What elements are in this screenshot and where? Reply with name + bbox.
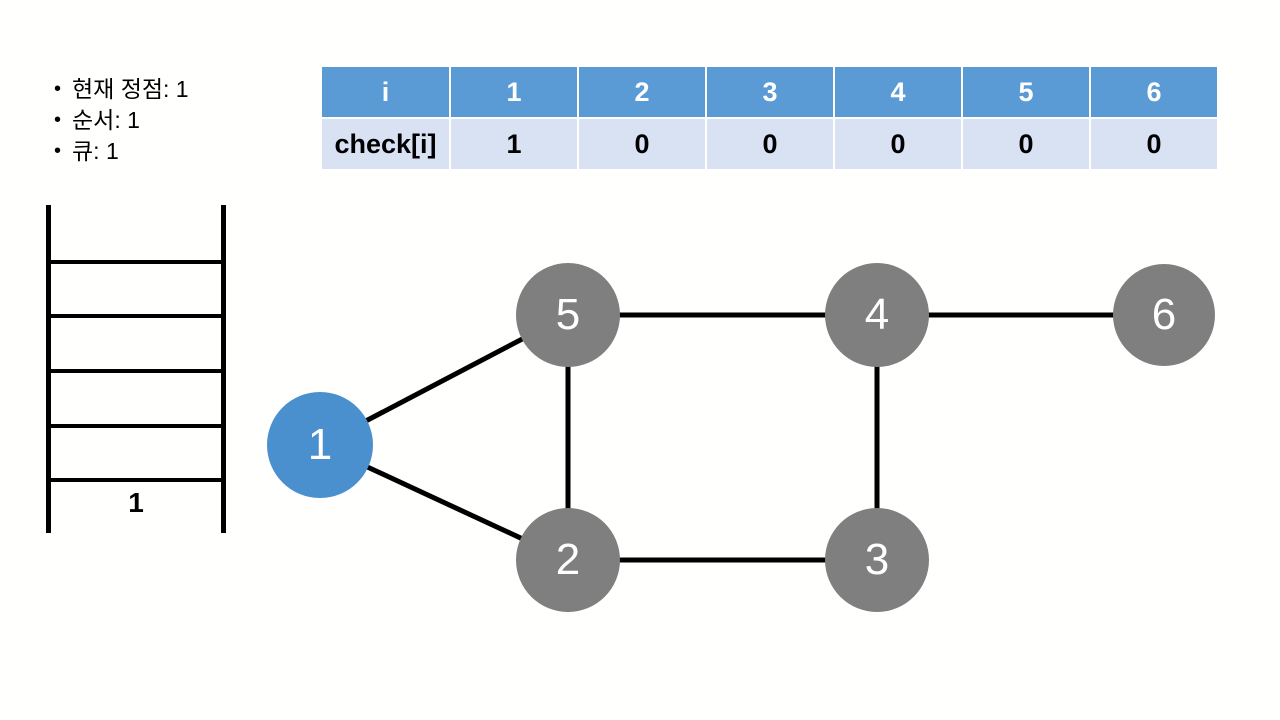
check-value-1: 1	[451, 119, 577, 169]
graph-node-label: 1	[307, 420, 333, 469]
queue-container: 1	[40, 200, 240, 540]
status-item-label: 순서: 1	[72, 107, 140, 133]
queue-divider-1	[46, 259, 226, 264]
check-table-index-2: 2	[579, 67, 705, 117]
check-value-6: 0	[1091, 119, 1217, 169]
check-table-row-label: check[i]	[322, 119, 449, 169]
status-item-label: 현재 정점: 1	[72, 76, 189, 102]
bullet-icon: •	[54, 109, 62, 131]
bullet-icon: •	[54, 78, 62, 100]
graph-node-2[interactable]: 2	[516, 508, 620, 612]
check-table-index-header: i	[322, 67, 449, 117]
queue-divider-2	[46, 314, 226, 319]
graph-node-label: 6	[1151, 290, 1177, 339]
bullet-icon: •	[54, 140, 62, 162]
status-bullet-list: • 현재 정점: 1 • 순서: 1 • 큐: 1	[52, 74, 302, 167]
graph-node-label: 3	[864, 535, 890, 584]
check-value-4: 0	[835, 119, 961, 169]
graph-node-3[interactable]: 3	[825, 508, 929, 612]
check-table-index-4: 4	[835, 67, 961, 117]
queue-divider-4	[46, 423, 226, 428]
queue-cell-5: 1	[128, 486, 144, 518]
check-value-5: 0	[963, 119, 1089, 169]
graph-node-label: 4	[864, 290, 890, 339]
queue-divider-5	[46, 478, 226, 483]
graph-node-6[interactable]: 6	[1113, 264, 1215, 366]
queue-divider-3	[46, 369, 226, 373]
status-item-label: 큐: 1	[72, 138, 119, 164]
check-value-3: 0	[707, 119, 833, 169]
graph-node-1[interactable]: 1	[267, 392, 373, 498]
check-table-index-6: 6	[1091, 67, 1217, 117]
graph-node-5[interactable]: 5	[516, 263, 620, 367]
graph-node-label: 5	[555, 290, 581, 339]
graph-edge-1-5	[362, 335, 527, 425]
check-table-index-1: 1	[451, 67, 577, 117]
check-value-2: 0	[579, 119, 705, 169]
status-item-2: • 큐: 1	[52, 136, 302, 167]
graph-node-label: 2	[555, 535, 581, 584]
graph-edge-1-2	[363, 463, 526, 543]
check-table-index-3: 3	[707, 67, 833, 117]
status-item-0: • 현재 정점: 1	[52, 74, 302, 105]
status-item-1: • 순서: 1	[52, 105, 302, 136]
graph-node-4[interactable]: 4	[825, 263, 929, 367]
check-table-index-5: 5	[963, 67, 1089, 117]
